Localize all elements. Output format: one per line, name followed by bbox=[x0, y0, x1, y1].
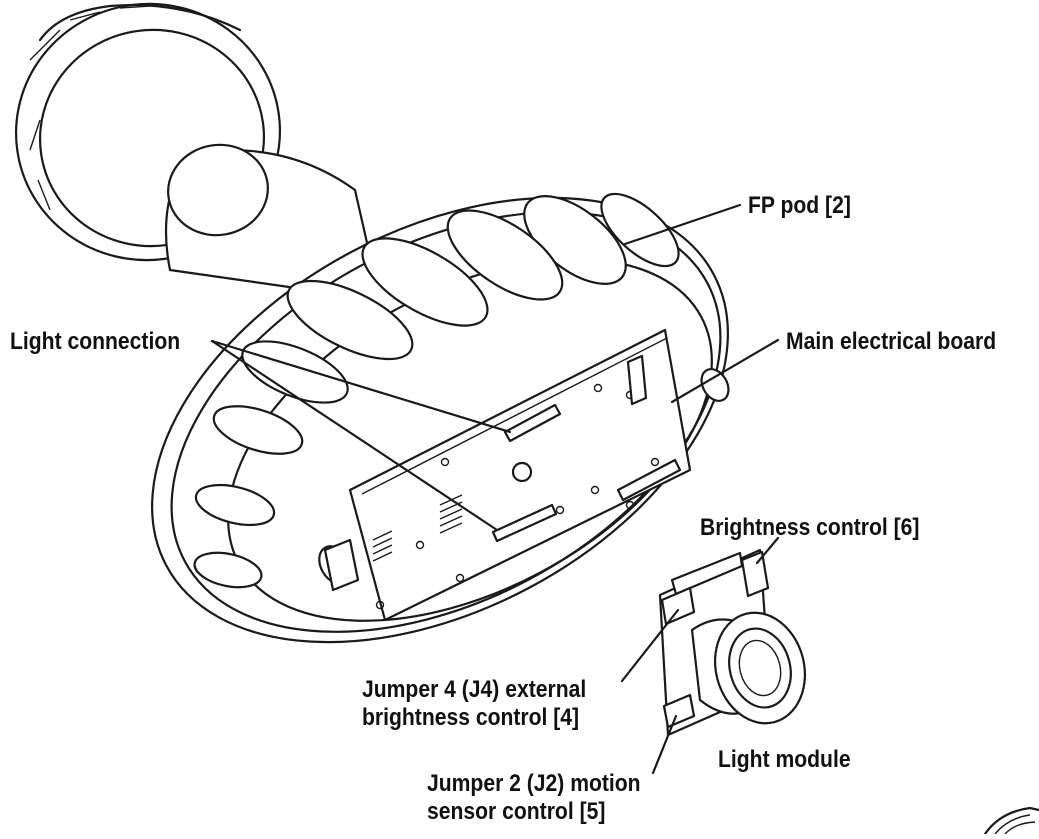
leader-main-board bbox=[670, 338, 780, 404]
jumper4-label-line1: Jumper 4 (J4) external bbox=[362, 676, 587, 703]
jumper4-label-line2: brightness control [4] bbox=[362, 704, 580, 731]
light-module bbox=[658, 548, 807, 737]
brightness-control-label: Brightness control [6] bbox=[700, 514, 920, 541]
fp-pod-shell bbox=[151, 192, 729, 644]
partial-component-bottom-right bbox=[983, 806, 1039, 836]
leader-jumper-4 bbox=[620, 608, 680, 683]
fp-pod-label: FP pod [2] bbox=[748, 192, 851, 219]
leader-fp-pod bbox=[623, 203, 742, 246]
upper-light-connector bbox=[503, 403, 562, 443]
lower-light-connector bbox=[491, 503, 558, 543]
leader-brightness-control bbox=[755, 536, 780, 565]
jumper-4 bbox=[660, 586, 696, 626]
leader-lines bbox=[210, 203, 780, 775]
leader-jumper-2 bbox=[651, 714, 678, 775]
jumper2-label-line2: sensor control [5] bbox=[427, 798, 606, 825]
leader-light-connection-lower bbox=[210, 339, 499, 532]
jumper-2 bbox=[662, 693, 696, 729]
pod-posts bbox=[318, 368, 730, 592]
brightness-control-knob bbox=[740, 550, 770, 598]
board-connector-right bbox=[616, 458, 682, 502]
main-board-label: Main electrical board bbox=[786, 328, 997, 355]
light-connection-label: Light connection bbox=[10, 328, 181, 355]
light-module-label: Light module bbox=[718, 746, 851, 773]
leader-light-connection-upper bbox=[210, 339, 512, 434]
jumper2-label-line1: Jumper 2 (J2) motion bbox=[427, 770, 641, 797]
mounting-stem bbox=[164, 143, 382, 302]
board-component-vertical bbox=[626, 354, 648, 406]
main-electrical-board bbox=[348, 328, 692, 622]
